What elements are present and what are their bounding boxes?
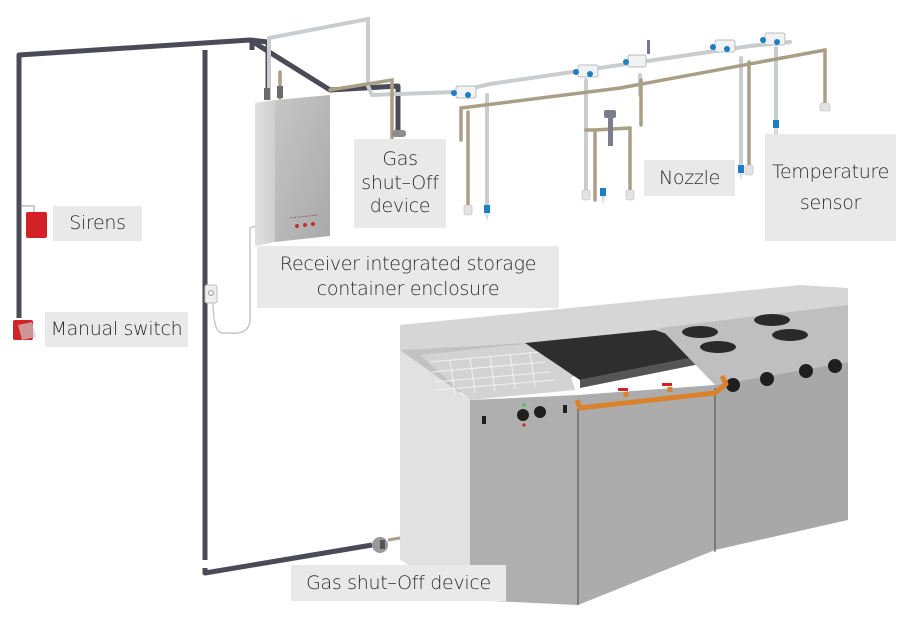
kitchen-equipment <box>400 285 848 605</box>
indicator-lights <box>295 222 315 228</box>
gas-manifold-valves <box>618 383 672 391</box>
label-text: container enclosure <box>316 278 500 300</box>
range-knobs <box>726 359 842 392</box>
label-gas-shutoff-bottom: Gas shut–Off device <box>291 565 506 601</box>
label-text: Nozzle <box>659 166 720 189</box>
nozzle-icon <box>738 165 744 181</box>
sensor-tips <box>463 102 831 216</box>
label-text: Sirens <box>69 212 126 235</box>
label-temperature-sensor: Temperature sensor <box>765 134 896 241</box>
module <box>573 64 599 78</box>
label-nozzle: Nozzle <box>644 160 735 196</box>
label-text: Temperature <box>771 161 890 184</box>
nozzle-icon <box>773 120 779 136</box>
burner-icon <box>682 314 808 353</box>
sensor-icon <box>463 204 473 216</box>
label-text: Receiver integrated storage <box>279 253 537 276</box>
label-gas-shutoff-top: Gas shut–Off device <box>354 139 446 228</box>
manual-switch-icon <box>13 320 36 340</box>
label-text: Gas shut–Off device <box>306 571 491 594</box>
module <box>451 85 477 99</box>
gas-range <box>660 305 848 550</box>
gas-valve-bottom <box>372 536 401 553</box>
nozzle-tips <box>484 120 779 222</box>
module <box>623 40 650 68</box>
sensor-icon <box>744 164 754 176</box>
sensor-icon <box>625 189 635 201</box>
module <box>710 39 736 53</box>
label-text: shut–Off <box>361 171 439 194</box>
nozzle-modules <box>451 32 786 99</box>
label-receiver-container: Receiver integrated storage container en… <box>257 246 559 308</box>
storage-container <box>255 86 330 246</box>
griddle-icon <box>525 330 720 605</box>
label-sirens: Sirens <box>53 206 142 241</box>
gas-manifold <box>574 374 729 411</box>
wall-outlet-icon <box>204 284 218 304</box>
pipe-tee-connectors <box>604 110 616 146</box>
label-text: Manual switch <box>50 318 183 341</box>
power-cable <box>212 225 257 334</box>
nozzle-icon <box>600 188 606 204</box>
label-manual-switch: Manual switch <box>45 312 188 347</box>
siren-icon <box>21 205 47 238</box>
module <box>760 32 786 46</box>
label-text: sensor <box>799 191 862 214</box>
fryer-icon <box>400 340 578 605</box>
label-text: device <box>369 195 431 218</box>
pipe-network-tan <box>278 47 827 212</box>
nozzle-icon <box>484 205 490 222</box>
gas-valve-top <box>392 130 406 137</box>
sensor-icon <box>819 102 831 112</box>
label-text: Gas <box>382 147 418 170</box>
sensor-icon <box>581 189 591 201</box>
